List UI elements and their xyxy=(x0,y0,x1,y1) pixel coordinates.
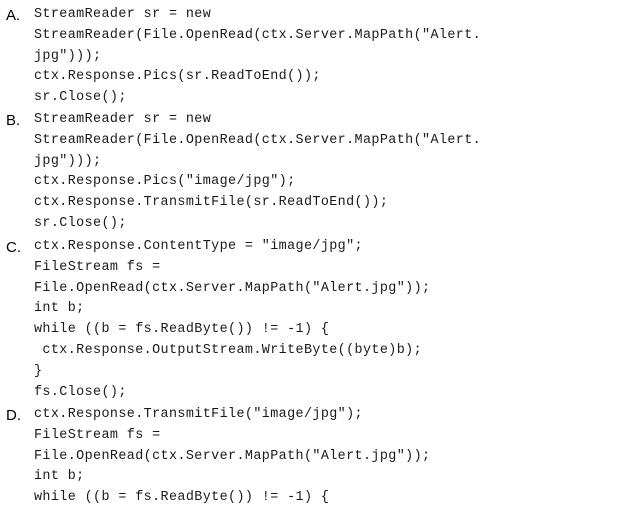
option-letter-d: D. xyxy=(6,407,21,424)
code-line: jpg"))); xyxy=(34,48,102,64)
code-line: StreamReader(File.OpenRead(ctx.Server.Ma… xyxy=(34,27,482,43)
code-line: while ((b = fs.ReadByte()) != -1) { xyxy=(34,322,330,338)
code-line: ctx.Response.TransmitFile("image/jpg"); xyxy=(34,407,363,422)
option-letter-c: C. xyxy=(6,239,21,256)
code-line: jpg"))); xyxy=(34,153,102,169)
code-line: } xyxy=(34,363,43,379)
option-b-code: StreamReader sr = new StreamReader(File.… xyxy=(34,110,481,235)
code-line: ctx.Response.Pics("image/jpg"); xyxy=(34,174,296,190)
code-line: File.OpenRead(ctx.Server.MapPath("Alert.… xyxy=(34,448,431,464)
option-c-code: ctx.Response.ContentType = "image/jpg"; … xyxy=(34,237,430,403)
option-letter-a: A. xyxy=(6,7,21,24)
code-line: fs.Close(); xyxy=(34,384,127,400)
option-d-code: ctx.Response.TransmitFile("image/jpg"); … xyxy=(34,405,430,509)
code-line: int b; xyxy=(34,469,85,485)
code-line: sr.Close(); xyxy=(34,215,127,231)
code-line: StreamReader sr = new xyxy=(34,112,212,127)
option-a-code: StreamReader sr = new StreamReader(File.… xyxy=(34,5,481,109)
code-line: File.OpenRead(ctx.Server.MapPath("Alert.… xyxy=(34,280,431,296)
code-line: StreamReader(File.OpenRead(ctx.Server.Ma… xyxy=(34,132,482,148)
code-line: ctx.Response.TransmitFile(sr.ReadToEnd()… xyxy=(34,195,389,211)
code-line: sr.Close(); xyxy=(34,90,127,106)
code-line: ctx.Response.ContentType = "image/jpg"; xyxy=(34,239,363,254)
code-line: while ((b = fs.ReadByte()) != -1) { xyxy=(34,490,330,506)
option-letter-b: B. xyxy=(6,112,21,129)
code-line: int b; xyxy=(34,301,85,317)
code-line: FileStream fs = xyxy=(34,427,161,443)
code-line: ctx.Response.Pics(sr.ReadToEnd()); xyxy=(34,69,321,85)
code-line: StreamReader sr = new xyxy=(34,7,212,22)
code-line: FileStream fs = xyxy=(34,259,161,275)
code-line: ctx.Response.OutputStream.WriteByte((byt… xyxy=(34,342,423,358)
